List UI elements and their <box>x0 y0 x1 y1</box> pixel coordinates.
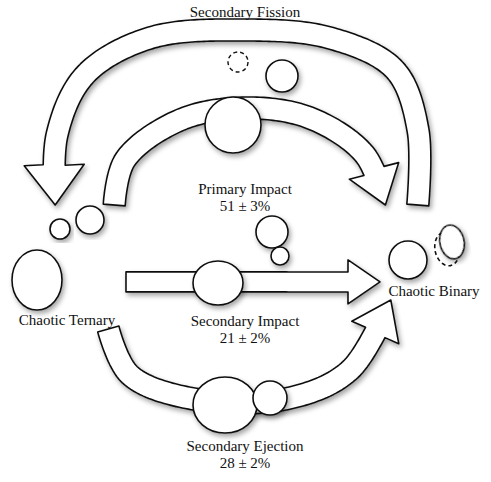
body-circle <box>437 223 468 261</box>
body-circle <box>12 250 62 310</box>
body-circle <box>256 216 288 248</box>
transition-label: Secondary Ejection 28 ± 2% <box>182 438 308 472</box>
body-circle <box>271 247 289 265</box>
chaotic-state: Chaotic Binary <box>380 205 488 300</box>
body-ellipse <box>193 261 243 305</box>
body-circle <box>50 219 70 239</box>
body-circle <box>253 381 287 415</box>
node-text-group: Chaotic Binary <box>370 283 491 300</box>
transition-arrow <box>24 19 431 206</box>
body-circle <box>76 206 104 234</box>
transition-label: Primary Impact 51 ± 3% <box>193 181 297 215</box>
body-circle <box>266 60 298 92</box>
transition-label: Secondary Fission <box>145 4 345 21</box>
body-circle <box>389 241 427 279</box>
former-body-circle <box>228 52 248 72</box>
state-label: Chaotic Binary <box>370 283 491 300</box>
particle-cluster <box>8 205 126 329</box>
transition-label: Secondary Impact 21 ± 2% <box>186 313 304 347</box>
body-circle <box>205 97 261 153</box>
chaotic-state: Chaotic Ternary <box>8 205 126 329</box>
body-ellipse <box>193 377 257 433</box>
transition-arrow <box>126 260 380 304</box>
